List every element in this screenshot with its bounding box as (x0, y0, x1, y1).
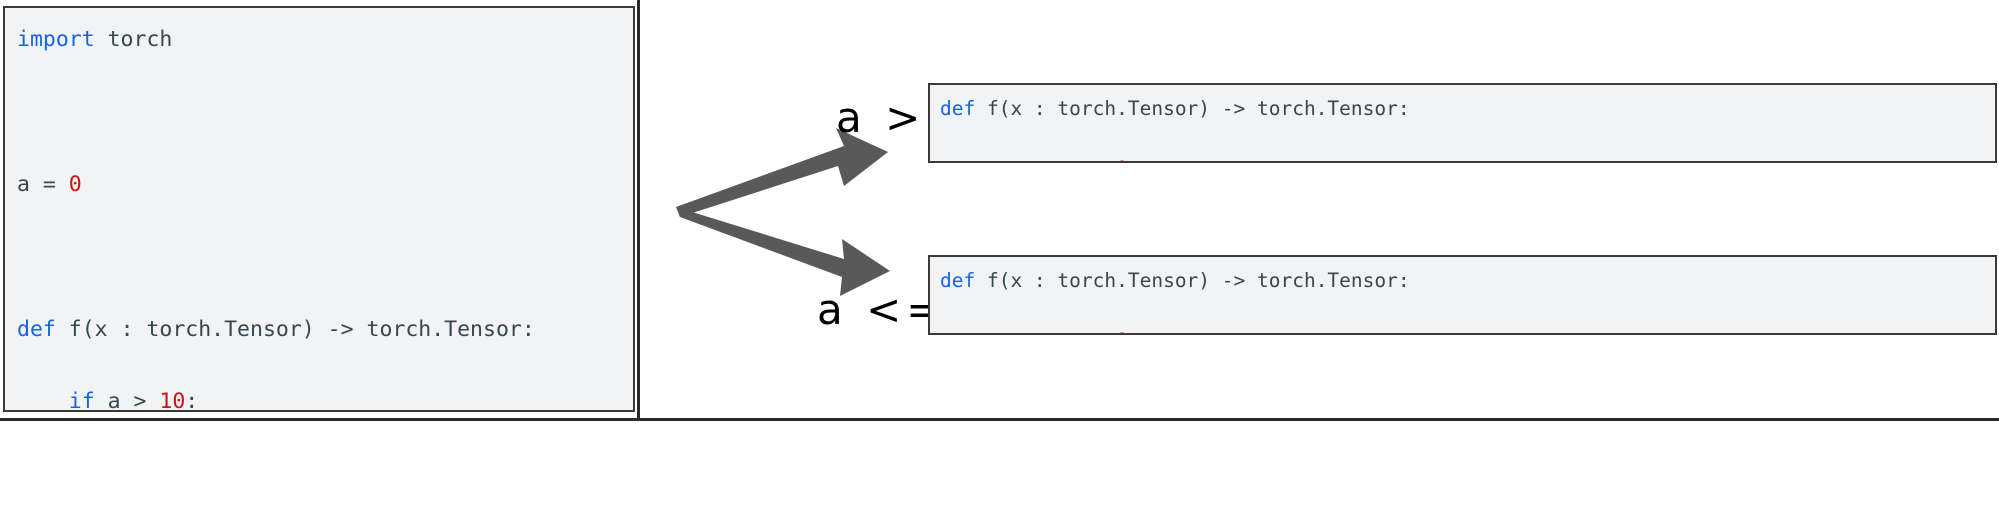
code-token: 1 (1116, 157, 1128, 161)
code-token: f(x : torch.Tensor) -> torch.Tensor: (975, 97, 1410, 120)
code-line: def f(x : torch.Tensor) -> torch.Tensor: (940, 266, 1995, 296)
code-line: if a > 10: (17, 384, 633, 412)
branch-arrows-group (676, 128, 890, 296)
source-code-block: import torch a = 0 def f(x : torch.Tenso… (3, 6, 635, 412)
code-token: import (17, 27, 95, 52)
bottom-divider (0, 418, 1999, 421)
code-line: return x - 1 (940, 326, 1995, 333)
code-token: f(x : torch.Tensor) -> torch.Tensor: (975, 269, 1410, 292)
code-token: 0 (68, 171, 82, 197)
panel-divider-vertical (637, 0, 640, 419)
code-line (17, 94, 633, 130)
true-branch-code-block: def f(x : torch.Tensor) -> torch.Tensor:… (928, 83, 1997, 163)
code-line: a = 0 (17, 167, 633, 203)
code-line: def f(x : torch.Tensor) -> torch.Tensor: (940, 94, 1995, 124)
code-token: x + (1057, 157, 1116, 161)
code-token: return (987, 157, 1057, 161)
code-line (17, 239, 633, 275)
code-token: f(x : torch.Tensor) -> torch.Tensor: (55, 316, 535, 342)
code-token (940, 329, 987, 333)
code-token: def (940, 269, 976, 292)
code-token: a = (17, 171, 69, 197)
code-line: import torch (17, 22, 633, 58)
false-branch-code-block: def f(x : torch.Tensor) -> torch.Tensor:… (928, 255, 1997, 335)
code-token: return (987, 329, 1057, 333)
code-token: 1 (1116, 329, 1128, 333)
code-token: def (940, 97, 976, 120)
arrow-true-branch (676, 128, 888, 217)
code-line: def f(x : torch.Tensor) -> torch.Tensor: (17, 312, 633, 348)
arrow-false-branch (676, 207, 890, 296)
code-token (940, 157, 987, 161)
code-token: torch (94, 27, 173, 52)
code-token: a > (94, 389, 160, 412)
code-token (17, 389, 69, 410)
code-token: x - (1057, 329, 1116, 333)
code-token: if (68, 389, 95, 412)
code-token: : (185, 389, 199, 412)
code-line: return x + 1 (940, 154, 1995, 161)
code-token: def (17, 316, 56, 342)
code-token: 10 (159, 389, 186, 412)
